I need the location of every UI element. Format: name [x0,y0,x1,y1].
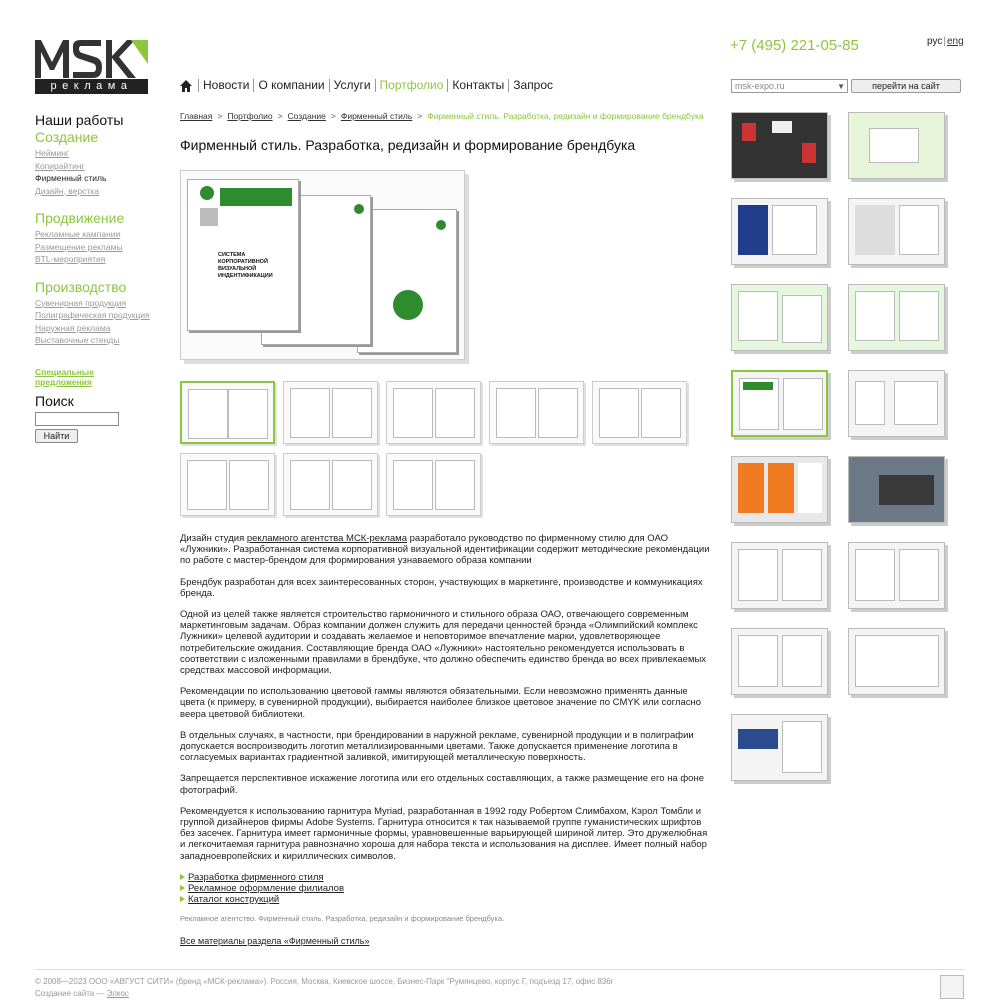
paragraph: Рекомендуется к использованию гарнитура … [180,805,708,862]
sidebar-link-souvenirs[interactable]: Сувенирная продукция [35,297,127,308]
paragraph: Дизайн студия рекламного агентства МСК-р… [180,533,710,567]
footer: © 2008—2023 ООО «АВГУСТ СИТИ» (бренд «МС… [35,977,614,998]
breadcrumb-corporate-style[interactable]: Фирменный стиль [340,111,413,121]
related-link[interactable]: Разработка фирменного стиля [188,871,324,883]
developer-link[interactable]: Элкос [106,989,129,998]
nav-news[interactable]: Новости [198,79,253,92]
language-switch: рус|eng [927,36,964,47]
portfolio-thumb[interactable] [731,284,828,351]
gallery-thumb[interactable] [283,453,378,516]
paragraph: В отдельных случаях, в частности, при бр… [180,729,694,764]
sidebar-link-btl[interactable]: BTL-мероприятия [35,254,106,264]
go-to-site-button[interactable]: перейти на сайт [851,79,961,93]
phone-number: +7 (495) 221-05-85 [730,37,859,54]
nav-contacts[interactable]: Контакты [447,79,508,92]
portfolio-thumb[interactable] [848,542,945,609]
related-link[interactable]: Каталог конструкций [188,893,280,905]
msk-logo-mark [35,40,148,78]
copyright: © 2008—2023 ООО «АВГУСТ СИТИ» (бренд «МС… [35,977,614,986]
sidebar-link-outdoor[interactable]: Наружная реклама [35,322,111,333]
nav-portfolio[interactable]: Портфолио [374,79,448,92]
sidebar-group-title[interactable]: Производство [35,278,127,295]
related-link[interactable]: Рекламное оформление филиалов [188,882,345,894]
sidebar-link-design[interactable]: Дизайн, верстка [35,185,99,196]
portfolio-thumb[interactable] [848,198,945,265]
paragraph: Одной из целей также является строительс… [180,609,707,677]
paragraph: Рекомендации по использованию цветовой г… [180,686,702,720]
page-title: Фирменный стиль. Разработка, редизайн и … [180,137,636,153]
sidebar-link-printing[interactable]: Полиграфическая продукция [35,310,150,320]
breadcrumb-home[interactable]: Главная [180,111,213,121]
paragraph: Запрещается перспективное искажение лого… [180,773,704,796]
counter-image[interactable] [940,975,964,999]
portfolio-thumb[interactable] [731,542,828,609]
portfolio-thumb[interactable] [731,198,828,265]
logo[interactable]: реклама [35,38,148,95]
portfolio-thumb[interactable] [731,112,828,179]
nav-about[interactable]: О компании [253,79,328,92]
sidebar-group-title[interactable]: Продвижение [35,210,125,226]
gallery-thumb[interactable] [386,381,481,444]
agency-link[interactable]: рекламного агентства МСК-реклама [246,533,407,544]
paragraph: Брендбук разработан для всех заинтересов… [180,576,703,599]
nav-request[interactable]: Запрос [508,79,557,92]
site-select-value: msk-expo.ru [735,81,785,91]
all-materials-link[interactable]: Все материалы раздела «Фирменный стиль» [180,936,370,946]
sidebar-link-copywriting[interactable]: Копирайтинг [35,160,85,171]
sidebar-title: Наши работы [35,112,124,128]
main-image-text: СИСТЕМА КОРПОРАТИВНОЙ ВИЗУАЛЬНОЙ ИНДЕНТИ… [218,252,273,279]
sidebar: Наши работы Создание Нейминг Копирайтинг… [35,112,165,443]
nav-services[interactable]: Услуги [328,79,375,92]
portfolio-thumb[interactable] [731,714,828,781]
portfolio-thumb[interactable] [731,370,828,437]
article-body: Дизайн студия рекламного агентства МСК-р… [180,533,715,924]
gallery-thumb[interactable] [180,381,275,444]
special-offers-link[interactable]: Специальные предложения [35,366,94,387]
top-navigation: Новости О компании Услуги Портфолио Конт… [180,79,557,92]
sidebar-link-stands[interactable]: Выставочные стенды [35,335,120,345]
portfolio-thumb[interactable] [848,370,945,437]
footer-divider [35,969,965,970]
portfolio-thumb[interactable] [731,456,828,523]
gallery-thumb[interactable] [592,381,687,444]
lang-en[interactable]: eng [946,36,964,47]
portfolio-thumb[interactable] [731,628,828,695]
breadcrumb-creation[interactable]: Создание [287,111,326,121]
logo-subtitle: реклама [35,79,148,94]
gallery-thumb[interactable] [180,453,275,516]
site-select[interactable]: msk-expo.ru ▼ [731,79,848,93]
portfolio-thumb[interactable] [848,456,945,523]
sidebar-link-corporate-style[interactable]: Фирменный стиль [35,173,107,183]
search-button[interactable]: Найти [35,428,78,443]
related-links: Разработка фирменного стиля Рекламное оф… [180,872,715,905]
sidebar-link-ad-campaigns[interactable]: Рекламные кампании [35,229,121,239]
gallery-thumb[interactable] [386,453,481,516]
search-title: Поиск [35,392,74,409]
sidebar-group-title[interactable]: Создание [35,129,99,145]
breadcrumb: Главная> Портфолио> Создание> Фирменный … [180,111,704,121]
gallery-thumb[interactable] [283,381,378,444]
sidebar-link-naming[interactable]: Нейминг [35,148,69,158]
chevron-down-icon: ▼ [837,82,845,91]
portfolio-thumb[interactable] [848,284,945,351]
lang-ru[interactable]: рус [927,36,943,47]
portfolio-thumb[interactable] [848,112,945,179]
search-input[interactable] [35,411,119,426]
breadcrumb-portfolio[interactable]: Портфолио [227,111,273,121]
caption: Рекламное агентство. Фирменный стиль. Ра… [180,913,505,923]
breadcrumb-current: Фирменный стиль. Разработка, редизайн и … [427,111,704,121]
portfolio-thumb[interactable] [848,628,945,695]
home-icon[interactable] [180,79,192,92]
gallery-thumb[interactable] [489,381,584,444]
sidebar-link-ad-placement[interactable]: Размещение рекламы [35,241,123,252]
main-image[interactable]: СИСТЕМА КОРПОРАТИВНОЙ ВИЗУАЛЬНОЙ ИНДЕНТИ… [180,170,465,360]
